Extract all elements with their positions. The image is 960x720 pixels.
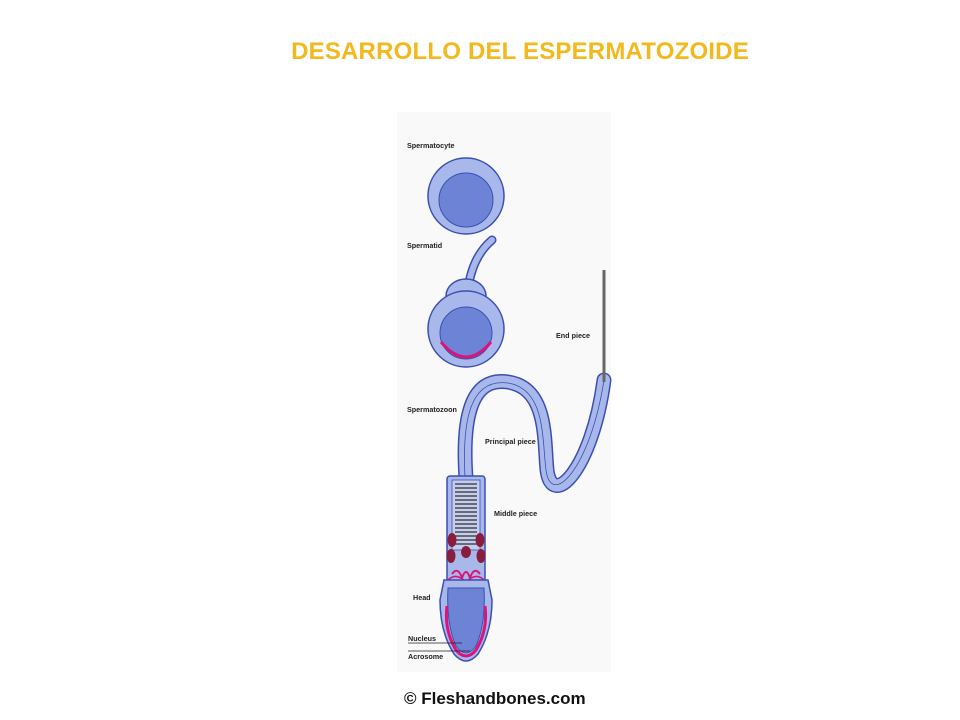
- mitochondria: [446, 533, 486, 563]
- label-acrosome: Acrosome: [408, 652, 443, 661]
- spermatocyte-cell: [427, 157, 505, 235]
- acrosome: [444, 605, 488, 658]
- slide-title: DESARROLLO DEL ESPERMATOZOIDE: [291, 38, 749, 65]
- sperm-head: [439, 579, 493, 662]
- spermatozoon-tail: [457, 270, 612, 493]
- label-end-piece: End piece: [556, 331, 590, 340]
- label-head: Head: [413, 593, 431, 602]
- copyright-credit: © Fleshandbones.com: [404, 689, 586, 708]
- spermatid-acrosome: [439, 341, 493, 359]
- label-nucleus: Nucleus: [408, 634, 436, 643]
- label-principal-piece: Principal piece: [485, 437, 536, 446]
- label-spermatozoon: Spermatozoon: [407, 405, 457, 414]
- spermatid-cell: [427, 235, 505, 368]
- label-middle-piece: Middle piece: [494, 509, 537, 518]
- middle-piece: [446, 475, 486, 584]
- label-spermatocyte: Spermatocyte: [407, 141, 455, 150]
- nucleus: [447, 587, 485, 654]
- label-spermatid: Spermatid: [407, 241, 442, 250]
